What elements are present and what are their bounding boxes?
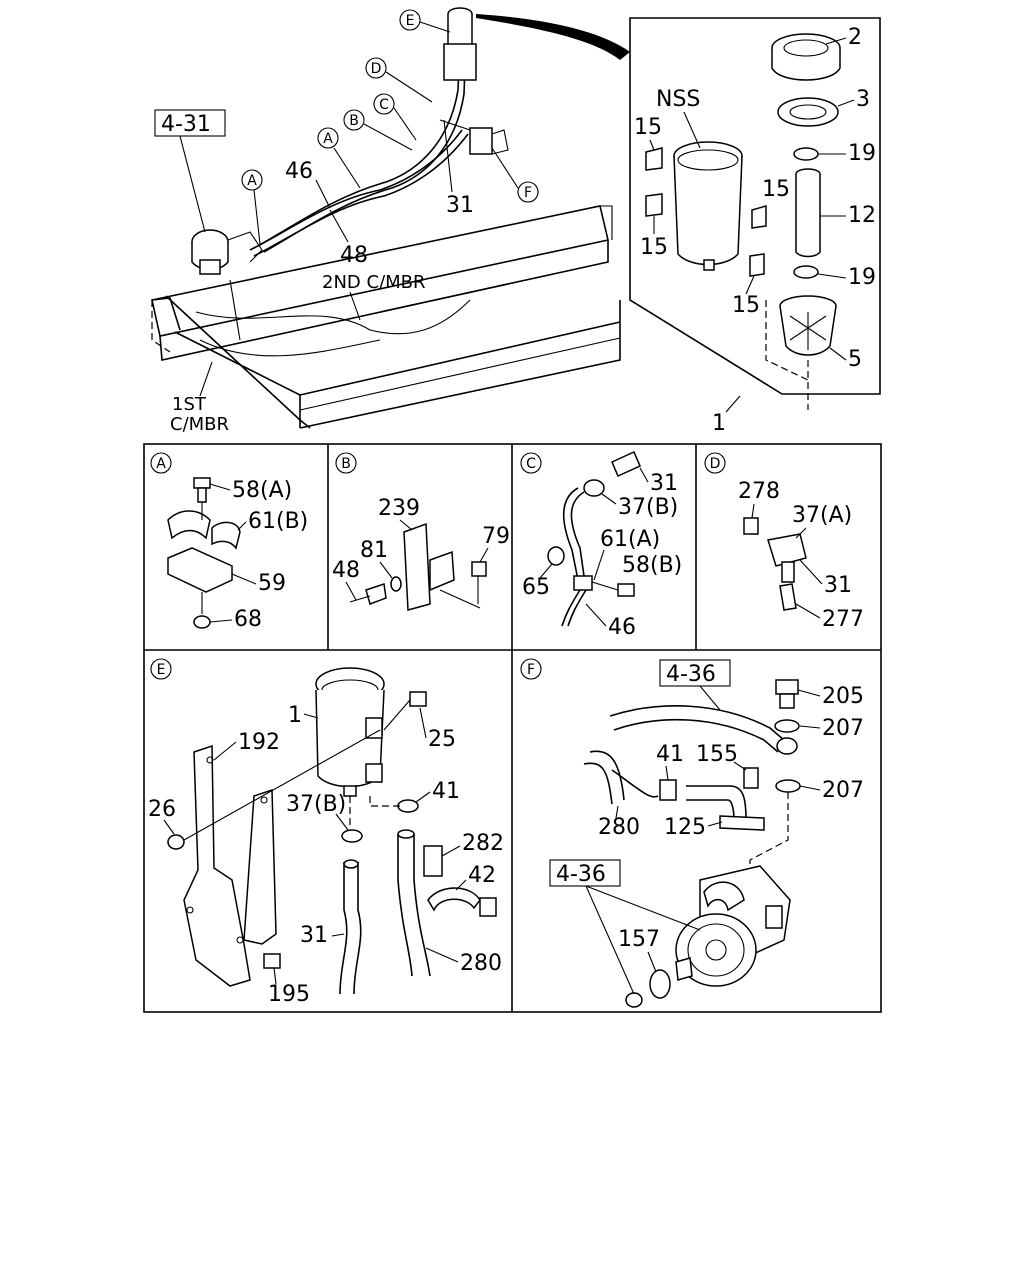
- detail-d: D 278 37(A) 31 277: [704, 452, 864, 632]
- power-steering-pump: [675, 865, 791, 987]
- second-crossmember-label: 2ND C/MBR: [322, 272, 426, 293]
- detail-e-part-31: 31: [300, 923, 328, 948]
- detail-f: F 4-36: [520, 658, 864, 1008]
- detail-c-part-65: 65: [522, 575, 550, 600]
- detail-f-part-125: 125: [664, 815, 706, 840]
- detail-c-part-31: 31: [650, 471, 678, 496]
- detail-f-title: F: [527, 662, 535, 678]
- detail-e-part-42: 42: [468, 863, 496, 888]
- part-1: 1: [712, 411, 726, 436]
- detail-c-part-46: 46: [608, 615, 636, 640]
- pump-assembly: [191, 229, 263, 275]
- callout-b: B: [349, 113, 359, 129]
- detail-b-part-79: 79: [482, 524, 510, 549]
- detail-f-part-207-upper: 207: [822, 716, 864, 741]
- detail-c-title: C: [526, 456, 536, 472]
- part-15-b: 15: [762, 177, 790, 202]
- detail-f-part-205: 205: [822, 684, 864, 709]
- detail-f-part-157: 157: [618, 927, 660, 952]
- part-46: 46: [285, 159, 313, 184]
- part-48: 48: [340, 243, 368, 268]
- zoom-leader: [476, 14, 630, 60]
- detail-a-part-58a: 58(A): [232, 478, 292, 503]
- detail-f-part-155: 155: [696, 742, 738, 767]
- detail-grid: [143, 443, 882, 1013]
- ref-box-4-36-lower: [549, 859, 621, 887]
- detail-a-title: A: [156, 456, 166, 472]
- ref-box-4-36-upper: [659, 659, 731, 687]
- detail-d-part-31: 31: [824, 573, 852, 598]
- part-3: 3: [856, 87, 870, 112]
- detail-d-part-278: 278: [738, 479, 780, 504]
- detail-e-part-192: 192: [238, 730, 280, 755]
- first-crossmember-label-b: C/MBR: [170, 414, 229, 435]
- detail-e-part-1: 1: [288, 703, 302, 728]
- detail-b-part-48: 48: [332, 558, 360, 583]
- detail-a-part-68: 68: [234, 607, 262, 632]
- part-15-a: 15: [634, 115, 662, 140]
- detail-f-ref-lower: 4-36: [556, 862, 606, 887]
- part-15-c: 15: [640, 235, 668, 260]
- detail-a-part-61b: 61(B): [248, 509, 308, 534]
- part-nss: NSS: [656, 87, 700, 112]
- detail-c-part-58b: 58(B): [622, 553, 682, 578]
- callout-e: E: [406, 13, 415, 29]
- detail-a-part-59: 59: [258, 571, 286, 596]
- detail-e-part-37b: 37(B): [286, 792, 346, 817]
- detail-b-part-81: 81: [360, 538, 388, 563]
- part-2: 2: [848, 25, 862, 50]
- detail-c: C 31 37(B) 61(A) 65 58(B) 46: [520, 451, 682, 640]
- detail-e: E 1 192 25: [148, 658, 504, 1007]
- detail-e-title: E: [157, 662, 166, 678]
- detail-e-part-41: 41: [432, 779, 460, 804]
- detail-c-part-61a: 61(A): [600, 527, 660, 552]
- detail-d-part-277: 277: [822, 607, 864, 632]
- valve-assembly: [469, 127, 509, 155]
- part-5: 5: [848, 347, 862, 372]
- part-31: 31: [446, 193, 474, 218]
- reservoir-small: [443, 7, 477, 81]
- detail-b-part-239: 239: [378, 496, 420, 521]
- ref-box-4-31: [154, 109, 226, 137]
- ref-4-31: 4-31: [161, 112, 211, 137]
- exploded-view: 2 3 NSS 15 15 15 15 19 12 19 5 1: [629, 17, 881, 436]
- callout-d: D: [371, 61, 382, 77]
- detail-b: B 239 79 48 81: [332, 452, 510, 611]
- part-12: 12: [848, 203, 876, 228]
- detail-e-part-26: 26: [148, 797, 176, 822]
- detail-f-ref-upper: 4-36: [666, 662, 716, 687]
- callout-c: C: [379, 97, 389, 113]
- detail-a: A 58(A) 61(B) 59 68: [150, 452, 308, 632]
- main-view: 4-31 E D C B A A F 46 48 31 2ND C/MBR 1S…: [151, 7, 630, 435]
- detail-f-part-280: 280: [598, 815, 640, 840]
- detail-c-part-37b: 37(B): [618, 495, 678, 520]
- part-19-a: 19: [848, 141, 876, 166]
- first-crossmember-label-a: 1ST: [172, 394, 207, 415]
- detail-d-part-37a: 37(A): [792, 503, 852, 528]
- callout-a-lower: A: [247, 173, 257, 189]
- detail-f-part-207-lower: 207: [822, 778, 864, 803]
- callout-f: F: [524, 185, 532, 201]
- detail-f-part-41: 41: [656, 742, 684, 767]
- detail-e-part-282: 282: [462, 831, 504, 856]
- detail-d-title: D: [710, 456, 721, 472]
- part-15-d: 15: [732, 293, 760, 318]
- chassis-frame: [151, 205, 621, 429]
- callout-a-upper: A: [323, 131, 333, 147]
- part-19-b: 19: [848, 265, 876, 290]
- detail-b-title: B: [341, 456, 351, 472]
- detail-e-part-280: 280: [460, 951, 502, 976]
- detail-e-part-25: 25: [428, 727, 456, 752]
- detail-e-part-195: 195: [268, 982, 310, 1007]
